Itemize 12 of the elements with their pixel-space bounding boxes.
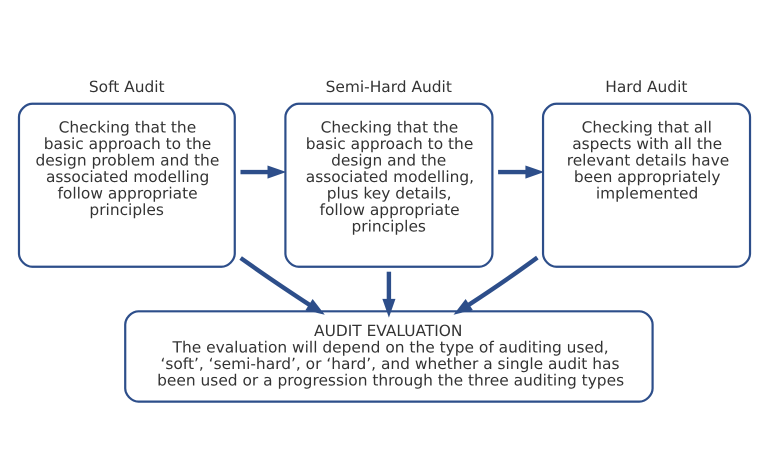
node-label: Hard Audit	[604, 78, 687, 96]
arrow	[498, 165, 544, 179]
node-label: Soft Audit	[88, 78, 164, 96]
arrow	[382, 272, 395, 318]
arrow	[453, 256, 538, 315]
node-box: Checking that all aspects with all the relevant details have been appropriately implemented	[541, 102, 751, 268]
node-label: Semi-Hard Audit	[325, 78, 452, 96]
arrow	[240, 165, 286, 179]
node-box: Checking that the basic approach to the design and the associated modelling, plus key details, follow appropriate principles	[284, 102, 493, 268]
arrow	[238, 256, 324, 315]
node-box: AUDIT EVALUATION The evaluation will depend on the type of auditing used, ‘soft’, ‘semi-hard’, or ‘hard’, and whether a single audit has been used or a progression through the three auditing types	[124, 310, 654, 403]
node-box: Checking that the basic approach to the design problem and the associated modelling follow appropriate principles	[17, 102, 236, 268]
